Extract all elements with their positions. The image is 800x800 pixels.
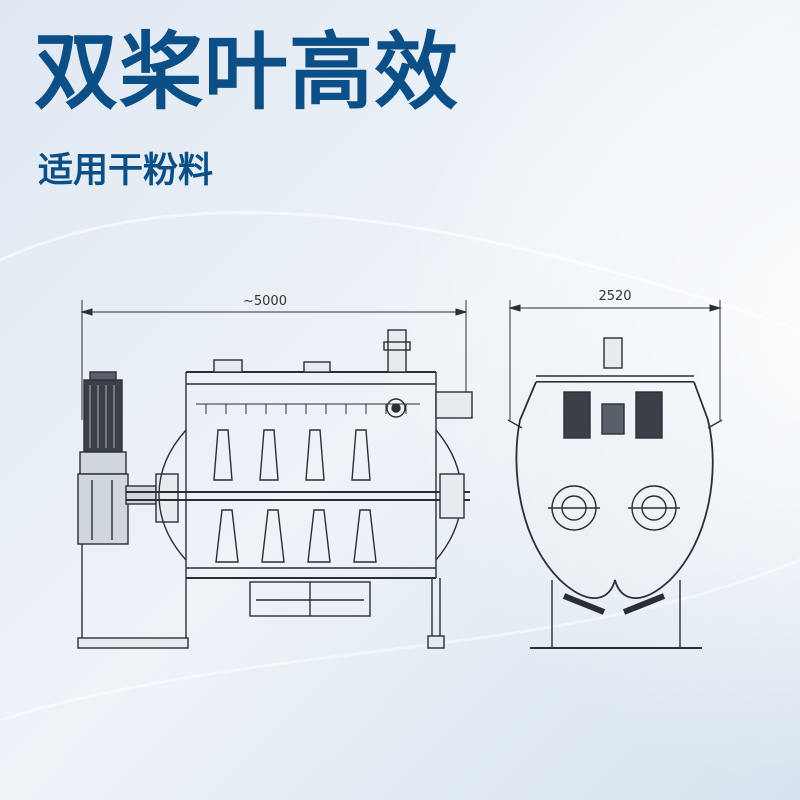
- gearbox: [77, 451, 157, 545]
- top-inlet: [603, 337, 623, 369]
- spray-bar: [196, 403, 420, 414]
- feed-inlets: [213, 329, 411, 373]
- front-width-label: ~5000: [243, 294, 287, 309]
- front-view: ~5000: [77, 294, 473, 649]
- page-title: 双桨叶高效: [34, 23, 460, 121]
- side-width-dimension: [508, 300, 722, 420]
- discharge-door: [249, 581, 371, 617]
- page-subtitle: 适用干粉料: [38, 151, 214, 191]
- base-frame: [77, 544, 445, 649]
- paddles: [213, 429, 377, 563]
- side-motors: [563, 391, 663, 439]
- left-bearing-housing: [155, 473, 179, 523]
- side-view: 2520: [507, 289, 723, 649]
- right-bearing-housing: [386, 391, 473, 519]
- drive-motor: [83, 371, 123, 453]
- agitator-shaft: [126, 491, 470, 501]
- side-width-label: 2520: [598, 289, 631, 304]
- discharge-cylinders: [562, 593, 666, 615]
- side-rotors: [548, 485, 680, 531]
- side-legs: [507, 419, 723, 649]
- front-width-dimension: [80, 300, 468, 420]
